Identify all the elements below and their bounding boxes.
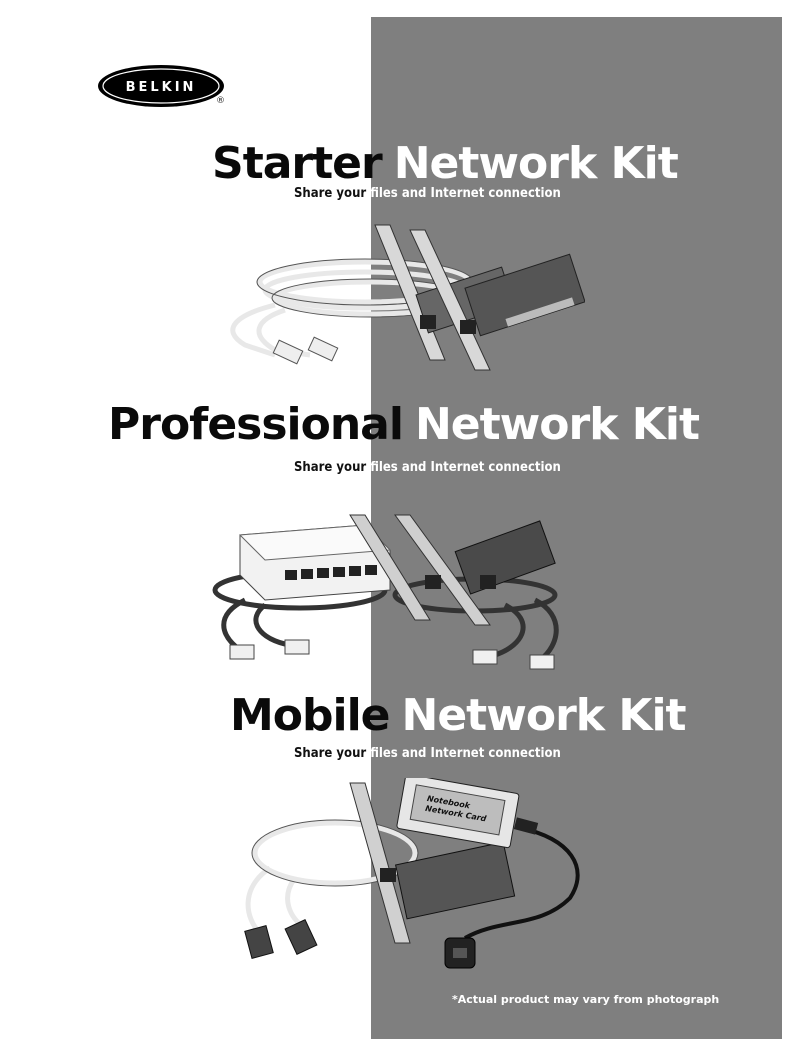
starter-title-dark: Starter	[212, 138, 383, 189]
mobile-tagline-dark: Share your	[294, 746, 367, 761]
starter-kit-product-photo	[230, 224, 585, 371]
professional-title-dark: Professional	[108, 399, 404, 450]
starter-title-light: Network Kit	[393, 138, 679, 189]
professional-tagline-dark: Share your	[294, 460, 367, 475]
professional-title-light: Network Kit	[414, 399, 700, 450]
starter-tagline: Share your files and Internet connection	[294, 186, 561, 201]
professional-tagline: Share your files and Internet connection	[294, 460, 561, 475]
professional-kit-product-photo	[212, 514, 559, 670]
professional-kit-title: Professional Network Kit	[108, 399, 700, 459]
product-disclaimer-footnote: *Actual product may vary from photograph	[452, 993, 720, 1006]
mobile-tagline-light: files and Internet connection	[370, 746, 561, 761]
mobile-title-light: Network Kit	[401, 690, 687, 741]
mobile-tagline: Share your files and Internet connection	[294, 746, 561, 761]
starter-kit-title: Starter Network Kit	[212, 138, 679, 198]
starter-tagline-dark: Share your	[294, 186, 367, 201]
mobile-kit-product-photo: Notebook Network Card	[244, 778, 580, 969]
logo-text: BELKIN	[126, 80, 197, 95]
belkin-logo: BELKIN	[98, 65, 224, 107]
professional-tagline-light: files and Internet connection	[370, 460, 561, 475]
registered-mark: ®	[216, 96, 225, 106]
mobile-kit-title: Mobile Network Kit	[230, 690, 687, 750]
mobile-title-dark: Mobile	[230, 690, 391, 741]
starter-tagline-light: files and Internet connection	[370, 186, 561, 201]
